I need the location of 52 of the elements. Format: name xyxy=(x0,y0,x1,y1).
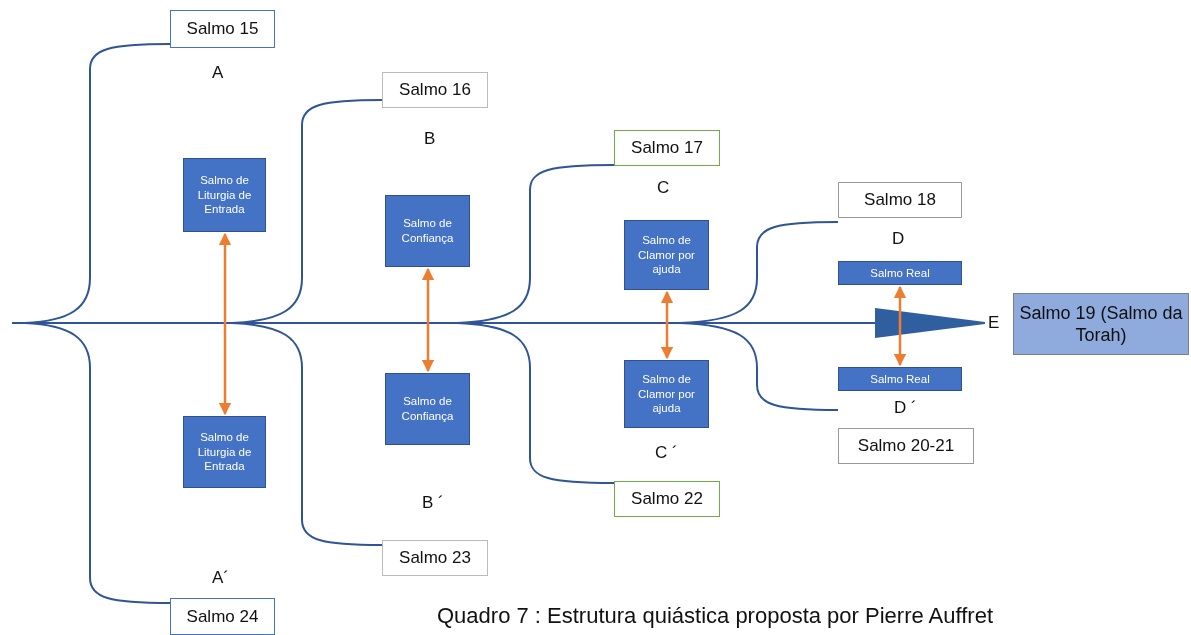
bracket xyxy=(24,43,171,604)
node-text: Salmo de Confiança xyxy=(400,394,455,424)
bracket xyxy=(231,99,383,546)
section-letter: C xyxy=(657,178,670,198)
node-text: Salmo 24 xyxy=(186,605,259,628)
psalm-box xyxy=(382,72,488,108)
psalm-box xyxy=(170,10,275,48)
psalm-box xyxy=(838,182,962,218)
node-text: Salmo 15 xyxy=(186,18,259,40)
psalm-box xyxy=(382,540,488,576)
node-text: Salmo de Liturgia de Entrada xyxy=(196,429,253,475)
node-text: Salmo 20-21 xyxy=(857,435,955,457)
double-arrow xyxy=(660,290,674,360)
node-text: Salmo 23 xyxy=(399,547,471,569)
psalm-box xyxy=(614,130,720,166)
psalm-box xyxy=(170,598,275,635)
section-letter: A xyxy=(212,63,224,83)
psalm-type-box xyxy=(385,195,470,267)
node-text: Salmo Real xyxy=(870,371,930,387)
node-text: Salmo de Liturgia de Entrada xyxy=(196,172,253,218)
node-text: Salmo 19 (Salmo da Torah) xyxy=(1018,301,1184,347)
psalm-type-box xyxy=(183,158,266,232)
double-arrow xyxy=(218,232,232,416)
psalm-box xyxy=(614,481,720,517)
psalm-type-box xyxy=(624,360,709,428)
section-letter: D xyxy=(892,229,905,249)
center-box xyxy=(1013,293,1189,355)
bracket xyxy=(456,164,615,484)
node-text: Salmo de Clamor por ajuda xyxy=(637,232,696,278)
section-letter: C ´ xyxy=(655,443,678,463)
section-letter: B xyxy=(424,129,436,149)
section-letter: B ´ xyxy=(422,493,444,513)
node-text: Salmo 18 xyxy=(864,189,936,211)
psalm-type-box xyxy=(183,416,266,488)
bracket xyxy=(679,221,839,411)
section-letter: A´ xyxy=(212,568,229,588)
node-text: Salmo de Clamor por ajuda xyxy=(637,371,696,417)
node-text: Salmo 22 xyxy=(631,488,703,510)
double-arrow xyxy=(893,285,907,367)
psalm-type-box xyxy=(838,367,962,391)
caption: Quadro 7 : Estrutura quiástica proposta por Pierre Auffret xyxy=(437,603,993,629)
section-letter: E xyxy=(988,313,1000,333)
node-text: Salmo 17 xyxy=(631,137,703,159)
node-text: Salmo de Confiança xyxy=(400,216,455,246)
double-arrow xyxy=(421,267,435,373)
node-text: Salmo 16 xyxy=(399,79,471,101)
node-text: Salmo Real xyxy=(870,265,930,281)
psalm-type-box xyxy=(838,261,962,285)
psalm-box xyxy=(838,428,974,464)
psalm-type-box xyxy=(624,220,709,290)
psalm-type-box xyxy=(385,373,470,445)
section-letter: D ´ xyxy=(894,398,917,418)
